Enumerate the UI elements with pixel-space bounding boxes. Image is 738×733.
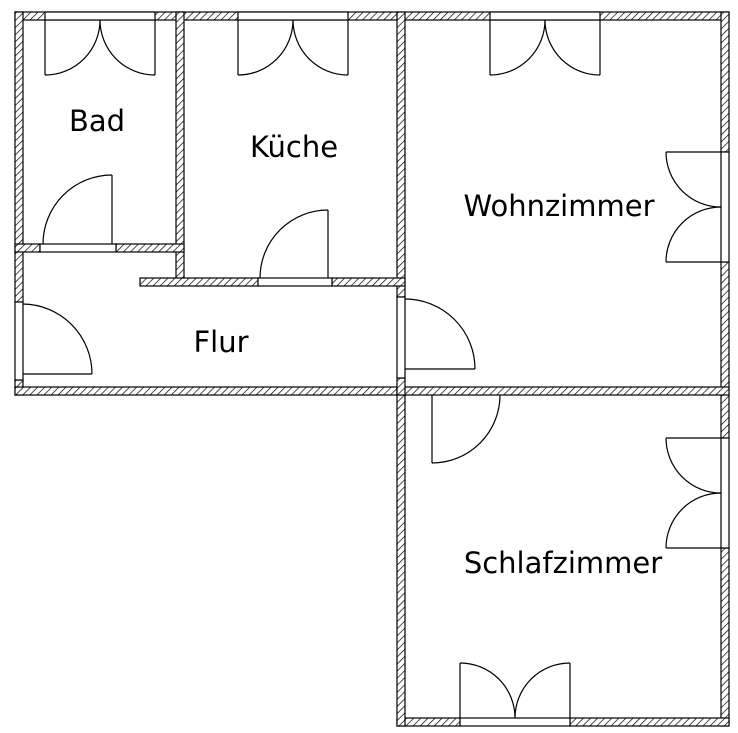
- wall-bottom-schlaf-left: [396, 717, 461, 727]
- wall-bad-bottom-right: [115, 243, 185, 253]
- wall-bottom-schlaf-right: [569, 717, 730, 727]
- threshold-kueche: [257, 277, 333, 287]
- room-label-flur: Flur: [193, 325, 248, 359]
- threshold-window-wohn-top: [489, 11, 601, 21]
- wall-kueche-bottom-right: [331, 277, 406, 287]
- door-entrance: [22, 303, 93, 375]
- threshold-window-schlaf-right: [720, 437, 730, 549]
- wall-wohn-schlaf: [396, 386, 730, 396]
- door-wohnzimmer: [404, 298, 476, 370]
- window-kueche: [237, 19, 349, 76]
- wall-right-1: [720, 11, 730, 153]
- wall-flur-wohn-upper: [396, 11, 406, 298]
- room-label-schlafzimmer: Schlafzimmer: [464, 546, 662, 580]
- wall-bad-kueche: [175, 11, 185, 283]
- threshold-bad: [39, 243, 117, 253]
- wall-bottom-flur: [14, 386, 406, 396]
- threshold-wohnzimmer: [396, 296, 406, 379]
- wall-kueche-bottom-left: [139, 277, 259, 287]
- wall-flur-wohn-lower: [396, 377, 406, 396]
- window-bad: [44, 19, 156, 76]
- threshold-schlaf-window: [459, 717, 571, 727]
- doors: [22, 174, 501, 464]
- door-kueche: [259, 209, 329, 279]
- door-bad: [42, 174, 113, 245]
- threshold-entrance: [14, 301, 24, 381]
- threshold-window-kueche: [237, 11, 349, 21]
- door-schlafzimmer: [431, 394, 501, 464]
- room-label-kueche: Küche: [250, 130, 338, 164]
- wall-left-upper: [14, 11, 24, 303]
- room-label-wohnzimmer: Wohnzimmer: [463, 189, 654, 223]
- window-wohnzimmer-top: [489, 19, 601, 76]
- window-schlafzimmer-bottom: [459, 662, 571, 719]
- wall-right-2: [720, 261, 730, 439]
- threshold-window-bad: [44, 11, 156, 21]
- window-schlafzimmer-right: [665, 437, 722, 549]
- room-label-bad: Bad: [69, 104, 125, 138]
- threshold-window-wohn-right: [720, 151, 730, 263]
- window-wohnzimmer-right: [665, 151, 722, 263]
- wall-schlaf-left: [396, 386, 406, 727]
- wall-bad-bottom-left: [14, 243, 41, 253]
- windows: [44, 19, 722, 719]
- wall-right-3: [720, 547, 730, 727]
